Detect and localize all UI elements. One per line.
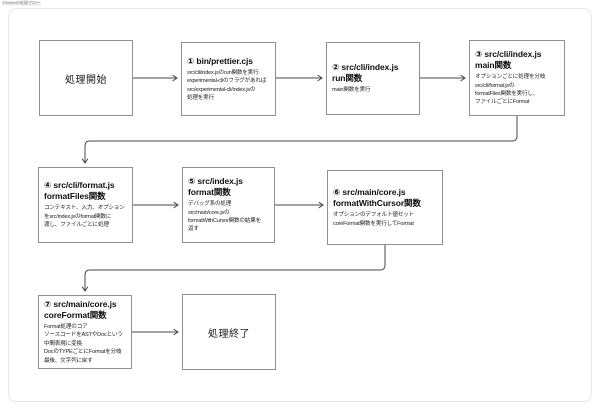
end-label: 処理終了 xyxy=(208,328,250,340)
flow-node-end[interactable]: 処理終了 xyxy=(182,294,276,370)
flow-node-6-body: オプションのデフォルト値セット coreFormat関数を実行してFormat xyxy=(333,212,414,227)
flow-node-2-title: ② src/cli/index.js run関数 xyxy=(332,62,399,84)
flow-node-2-body: main関数を実行 xyxy=(332,87,371,94)
flow-node-3-body: オプションごとに処理を分岐 src/cli/format.jsの formatF… xyxy=(475,74,546,106)
flow-node-3-main[interactable]: ③ src/cli/index.js main関数 オプションごとに処理を分岐 … xyxy=(469,40,565,116)
flow-node-3-title: ③ src/cli/index.js main関数 xyxy=(475,49,542,71)
flow-node-7-coreformat[interactable]: ⑦ src/main/core.js coreFormat関数 Format処理… xyxy=(38,295,132,369)
flow-node-1-title: ① bin/prettier.cjs xyxy=(187,55,253,66)
flow-node-6-title: ⑥ src/main/core.js formatWithCursor関数 xyxy=(333,187,421,209)
flow-node-5-format[interactable]: ⑤ src/index.js format関数 デバッグ系の処理 src/mai… xyxy=(182,167,275,243)
flow-node-4-body: コンテキスト、入力、オプション をsrc/index.jsのformat関数に … xyxy=(44,205,125,229)
flow-node-4-formatfiles[interactable]: ④ src/cli/format.js formatFiles関数 コンテキスト… xyxy=(38,167,133,243)
flow-node-start[interactable]: 処理開始 xyxy=(39,40,133,116)
canvas-title-label: Prettierの処理フロー xyxy=(2,0,41,6)
flow-node-7-body: Format処理のコア ソースコードをASTやDocという 中間表現に変換 Do… xyxy=(44,324,123,364)
flow-node-4-title: ④ src/cli/format.js formatFiles関数 xyxy=(44,180,115,202)
flow-node-6-formatwithcursor[interactable]: ⑥ src/main/core.js formatWithCursor関数 オプ… xyxy=(327,170,443,245)
flow-node-5-body: デバッグ系の処理 src/main/core.jsの formatWithCur… xyxy=(188,201,261,233)
flow-node-1-bin-prettier[interactable]: ① bin/prettier.cjs src/cli/index.jsのrun関… xyxy=(181,42,276,116)
flow-node-7-title: ⑦ src/main/core.js coreFormat関数 xyxy=(44,298,117,321)
start-label: 処理開始 xyxy=(65,74,107,86)
flow-node-2-run[interactable]: ② src/cli/index.js run関数 main関数を実行 xyxy=(326,42,420,115)
flow-node-5-title: ⑤ src/index.js format関数 xyxy=(188,176,243,198)
flow-node-1-body: src/cli/index.jsのrun関数を実行 experimental-c… xyxy=(187,69,267,101)
